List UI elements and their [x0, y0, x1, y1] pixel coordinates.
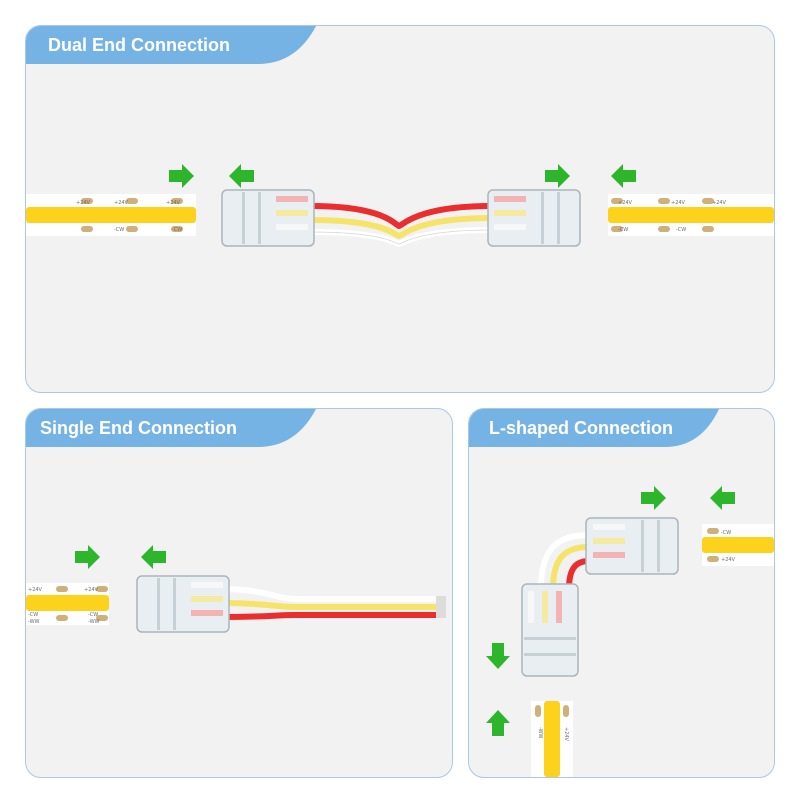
arrow-right-icon — [169, 164, 194, 188]
dual-diagram: +24V +24V +24V -CW -CW +24V +24V +24V -C… — [26, 164, 774, 248]
led-strip-horizontal: -CW +24V — [702, 524, 774, 566]
l-title: L-shaped Connection — [489, 418, 673, 438]
arrow-left-icon — [611, 164, 636, 188]
strip-label-ww: -WW — [28, 619, 40, 625]
dual-end-panel: Dual End Connection +24V +24V +24V -CW -… — [25, 25, 775, 393]
single-wires — [220, 586, 446, 620]
single-title: Single End Connection — [40, 418, 237, 438]
arrow-left-icon — [141, 545, 166, 569]
strip-label-cw: -CW — [618, 227, 628, 233]
connector — [136, 575, 230, 633]
strip-label-cw: -CW — [114, 227, 124, 233]
strip-label-plus: +24V — [84, 587, 99, 593]
strip-label-cw: -CW — [88, 612, 98, 618]
dual-title-banner — [26, 26, 316, 64]
connector-right — [487, 189, 581, 247]
led-strip-vertical: -WW +24V — [531, 701, 573, 777]
strip-label-plus: +24V — [166, 200, 181, 206]
connector-left — [221, 189, 315, 247]
strip-label-plus: +24V — [76, 200, 91, 206]
single-diagram: +24V +24V -CW -CW -WW -WW — [26, 545, 446, 633]
l-diagram: -CW +24V -WW +24V — [486, 486, 774, 777]
strip-label-plus: +24V — [28, 587, 43, 593]
arrow-down-icon — [486, 643, 510, 669]
strip-label-plus: +24V — [563, 727, 569, 742]
l-shaped-panel: L-shaped Connection -CW +24V -WW +24V — [468, 408, 775, 778]
strip-label-cw: -CW — [721, 530, 731, 536]
led-strip: +24V +24V -CW -CW -WW -WW — [26, 583, 109, 625]
arrow-left-icon — [710, 486, 735, 510]
arrow-right-icon — [75, 545, 100, 569]
strip-label-plus: +24V — [712, 200, 727, 206]
strip-label-plus: +24V — [721, 557, 736, 563]
l-title-banner — [469, 409, 719, 447]
led-strip-right: +24V +24V +24V -CW -CW — [608, 194, 774, 236]
led-strip-left: +24V +24V +24V -CW -CW — [26, 194, 196, 236]
strip-label-plus: +24V — [114, 200, 129, 206]
l-wires — [538, 532, 590, 590]
strip-label-ww: -WW — [537, 727, 543, 739]
strip-label-plus: +24V — [671, 200, 686, 206]
strip-label-cw: -CW — [676, 227, 686, 233]
dual-wires — [310, 203, 492, 248]
strip-label-cw: -CW — [28, 612, 38, 618]
single-end-panel: Single End Connection +24V +24V -CW -CW … — [25, 408, 453, 778]
arrow-right-icon — [641, 486, 666, 510]
connector-horizontal — [585, 517, 679, 575]
arrow-left-icon — [229, 164, 254, 188]
arrow-up-icon — [486, 710, 510, 736]
single-title-banner — [26, 409, 316, 447]
strip-label-plus: +24V — [618, 200, 633, 206]
dual-title: Dual End Connection — [48, 35, 230, 55]
strip-label-ww: -WW — [88, 619, 100, 625]
arrow-right-icon — [545, 164, 570, 188]
connector-vertical — [521, 583, 579, 677]
strip-label-cw: -CW — [172, 227, 182, 233]
